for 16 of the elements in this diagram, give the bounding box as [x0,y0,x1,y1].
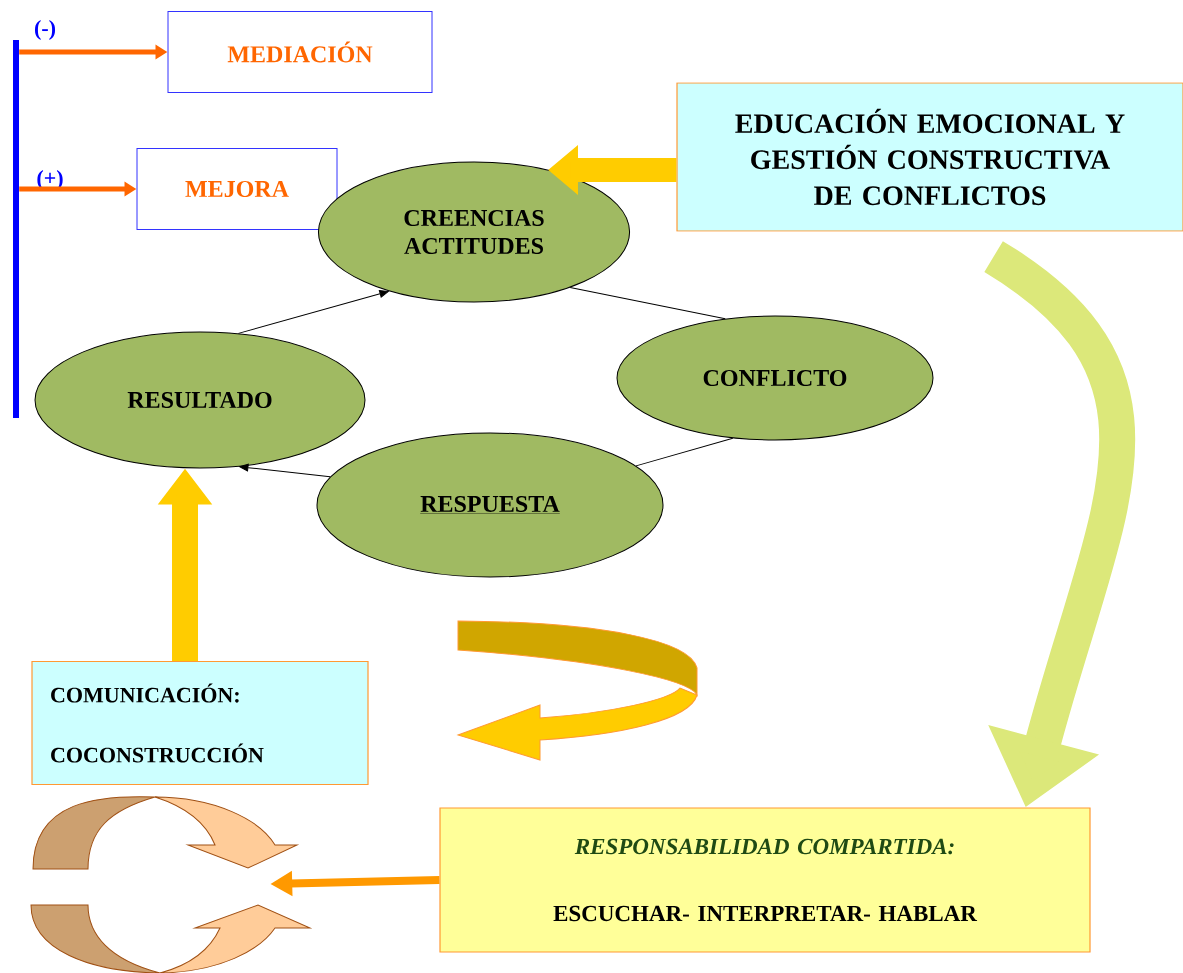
text-box: EDUCACIÓN EMOCIONAL Y GESTIÓN CONSTRUCTIVA DE CONFLICTOS [676,82,1183,232]
ellipse-node: CREENCIAS ACTITUDES [317,161,631,303]
vertical-bar [13,40,19,418]
ellipse-node: CONFLICTO [616,315,934,441]
label-box: MEJORA [136,148,338,230]
arrow [237,290,389,334]
text-box: RESPONSABILIDAD COMPARTIDA: ESCUCHAR- INTERPRETAR- HABLAR [439,807,1091,953]
arrow [239,463,331,478]
ellipse-node: RESPUESTA [316,432,664,578]
cycle-arrows-drawing [30,796,311,973]
connector-line [569,287,726,320]
ellipse-node: RESULTADO [34,331,366,469]
connector-line [635,437,734,467]
sign-label: (-) [35,20,56,40]
text-box: COMUNICACIÓN: COCONSTRUCCIÓN [31,660,369,786]
label-box: MEDIACIÓN [167,11,433,93]
